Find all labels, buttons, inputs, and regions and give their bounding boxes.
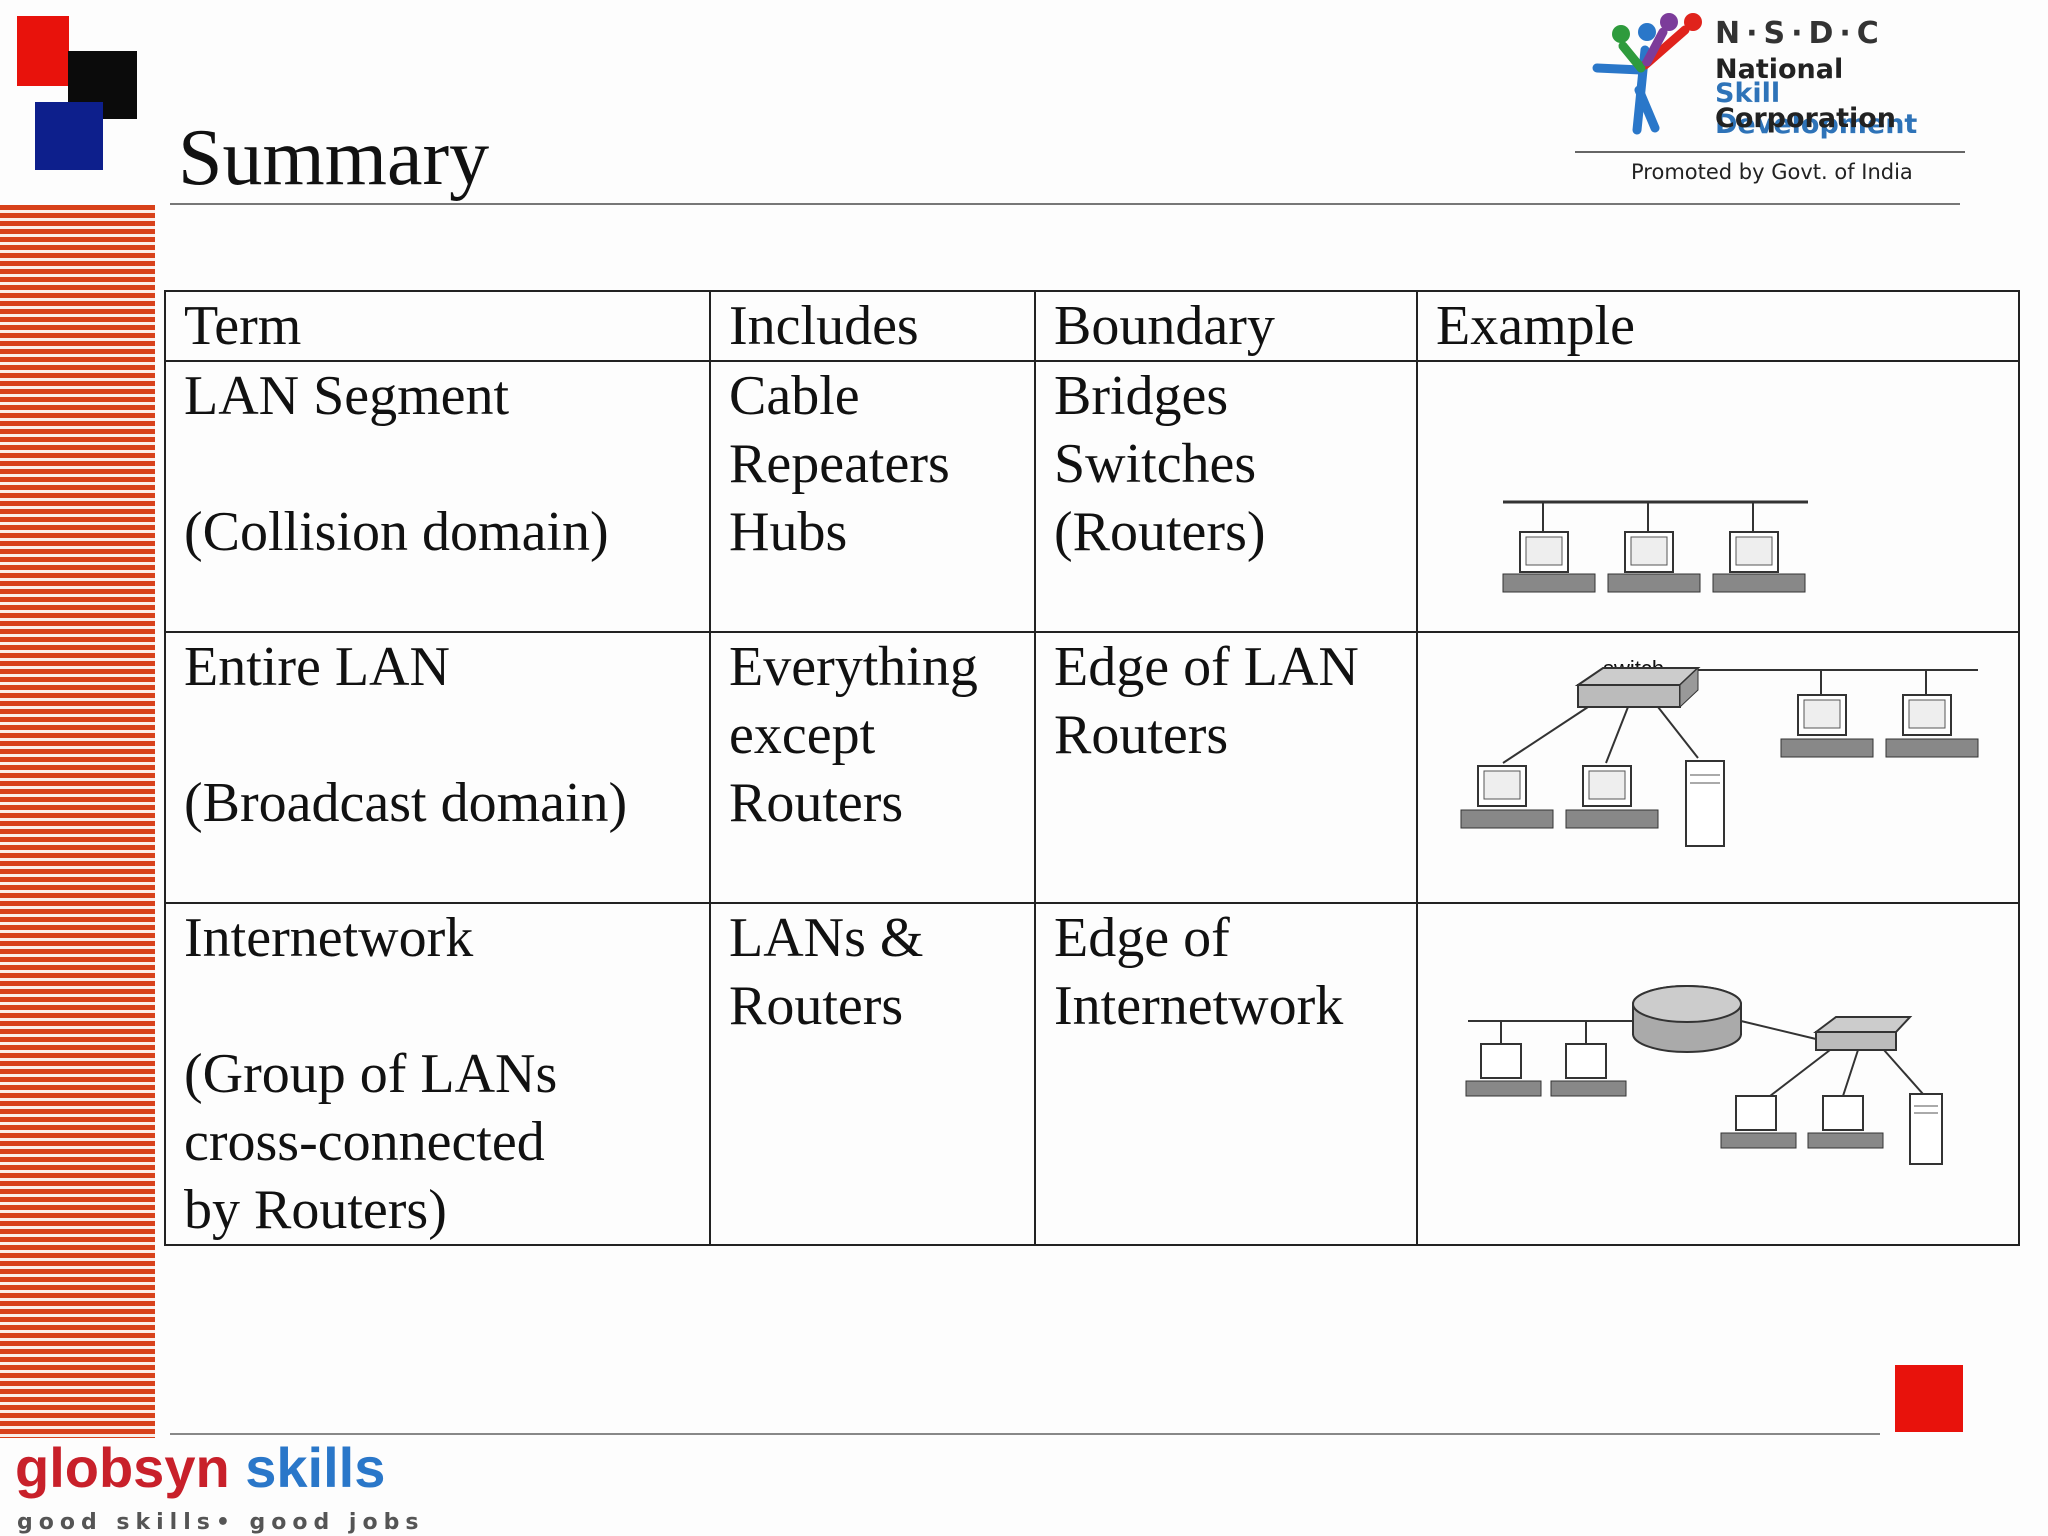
table-cell: Cable Repeaters Hubs (709, 360, 1036, 633)
brand-part1: globsyn (15, 1436, 230, 1499)
tower-pc-icon (1909, 1093, 1943, 1165)
switch-icon (1574, 666, 1701, 709)
logo-line-national: National (1715, 54, 1844, 85)
table-header-row: Term Includes Boundary Example (164, 290, 2020, 362)
tower-pc-icon (1685, 760, 1725, 847)
slide-title: Summary (178, 114, 490, 202)
row-includes: LANs & Routers (729, 907, 924, 1037)
internetwork-diagram (1465, 985, 1943, 1165)
pc-icon (1565, 765, 1659, 829)
logo-acronym: N·S·D·C (1715, 16, 1885, 51)
pc-icon (1807, 1095, 1884, 1149)
example-lan-segment (1416, 360, 2020, 633)
table-row: Internetwork (Group of LANs cross-connec… (164, 902, 2020, 1246)
row-includes: Cable Repeaters Hubs (729, 365, 950, 563)
header-cell: Term (164, 290, 711, 362)
decor-red-square (17, 16, 69, 86)
table-cell: LANs & Routers (709, 902, 1036, 1246)
switch-icon (1813, 1016, 1913, 1051)
row-boundary: Edge of LAN Routers (1054, 636, 1359, 766)
header-cell: Example (1416, 290, 2020, 362)
row-term: Internetwork (Group of LANs cross-connec… (184, 907, 558, 1241)
title-divider (170, 203, 1960, 205)
header-example: Example (1436, 295, 1636, 357)
header-term: Term (184, 295, 302, 357)
nsdc-logo: N·S·D·C National Skill Development Corpo… (1575, 10, 1975, 200)
table-cell: Internetwork (Group of LANs cross-connec… (164, 902, 711, 1246)
row-term: LAN Segment (Collision domain) (184, 365, 609, 563)
header-cell: Includes (709, 290, 1036, 362)
logo-line-skill: Skill Development (1715, 78, 1918, 140)
header-cell: Boundary (1034, 290, 1418, 362)
pc-icon (1460, 765, 1554, 829)
pc-icon (1720, 1095, 1797, 1149)
pc-icon (1550, 1043, 1627, 1097)
decor-blue-square (35, 102, 103, 170)
header-boundary: Boundary (1054, 295, 1275, 357)
table-cell: Edge of Internetwork (1034, 902, 1418, 1246)
router-icon (1632, 985, 1742, 1053)
pc-icon (1780, 694, 1874, 758)
pc-icon (1607, 502, 1701, 593)
nsdc-figures-icon (1592, 13, 1702, 135)
logo-line-corporation: Corporation (1715, 103, 1897, 134)
example-internetwork: router switch (1416, 902, 2020, 1246)
table-cell: Bridges Switches (Routers) (1034, 360, 1418, 633)
table-cell: Edge of LAN Routers (1034, 631, 1418, 904)
header-includes: Includes (729, 295, 919, 357)
table-cell: Everything except Routers (709, 631, 1036, 904)
pc-icon (1465, 1043, 1542, 1097)
table-cell: LAN Segment (Collision domain) (164, 360, 711, 633)
pc-icon (1712, 502, 1806, 593)
table-row: Entire LAN (Broadcast domain) Everything… (164, 631, 2020, 904)
summary-table: Term Includes Boundary Example LAN Segme… (164, 290, 2020, 1246)
table-row: LAN Segment (Collision domain) Cable Rep… (164, 360, 2020, 633)
row-boundary: Edge of Internetwork (1054, 907, 1344, 1037)
example-entire-lan: switch (1416, 631, 2020, 904)
pc-icon (1885, 694, 1979, 758)
decor-stripe-bar (0, 205, 155, 1438)
brand-tagline: good skills• good jobs (17, 1510, 425, 1535)
globsyn-logo: globsyn skills (15, 1435, 385, 1500)
lan-segment-diagram (1502, 500, 1808, 593)
table-cell: Entire LAN (Broadcast domain) (164, 631, 711, 904)
brand-part2: skills (245, 1436, 386, 1499)
logo-divider (1575, 151, 1965, 153)
logo-promoted-text: Promoted by Govt. of India (1631, 160, 1913, 184)
row-includes: Everything except Routers (729, 636, 978, 834)
decor-red-square-footer (1895, 1365, 1963, 1432)
row-boundary: Bridges Switches (Routers) (1054, 365, 1266, 563)
entire-lan-diagram (1460, 666, 1979, 847)
row-term: Entire LAN (Broadcast domain) (184, 636, 628, 834)
pc-icon (1502, 502, 1596, 593)
footer-divider (170, 1433, 1880, 1435)
